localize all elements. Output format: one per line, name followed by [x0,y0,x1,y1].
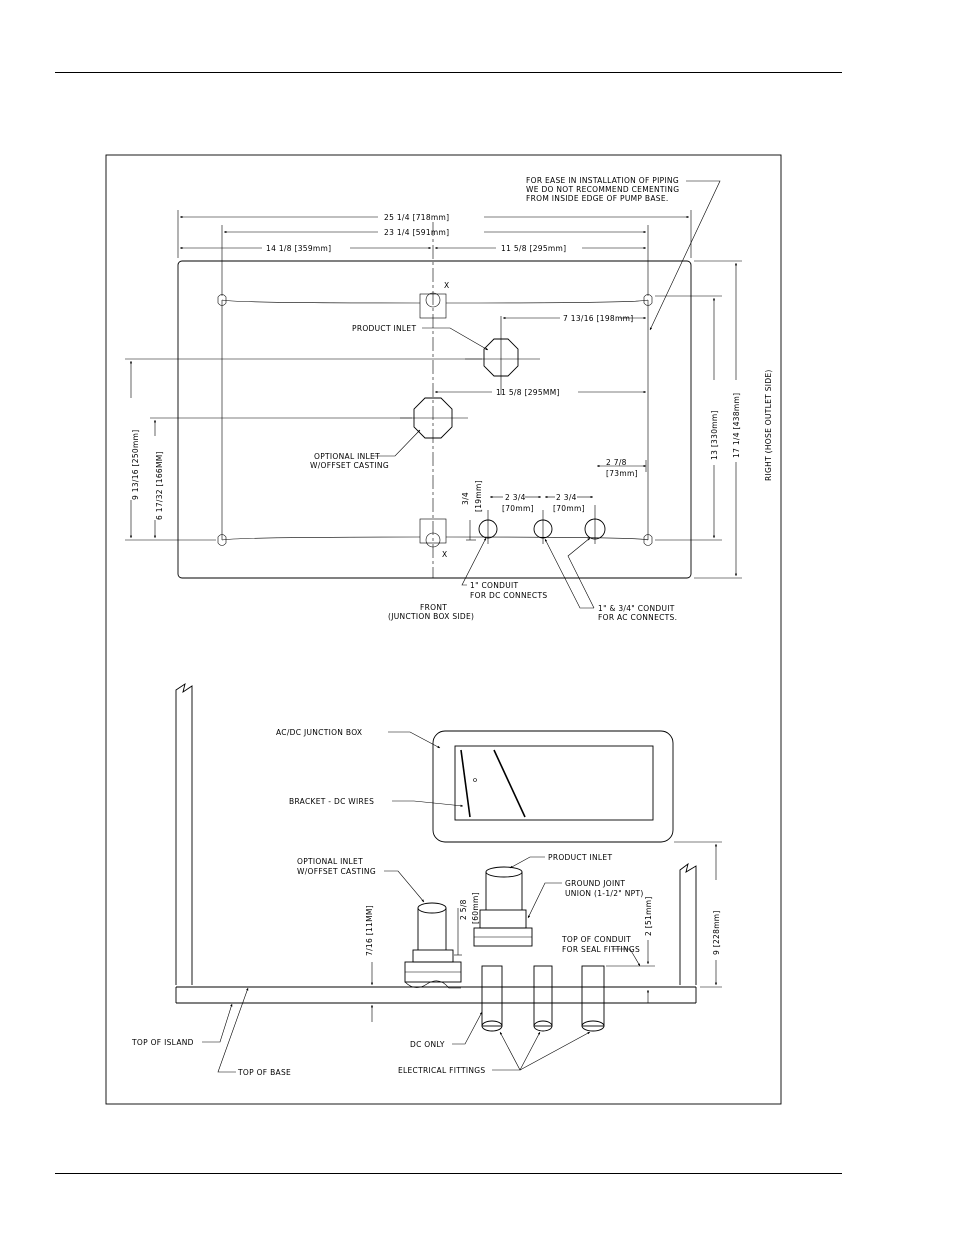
note-line-2: WE DO NOT RECOMMEND CEMENTING [526,185,679,194]
dim-left-to-center: 14 1/8 [359mm] [266,244,331,253]
label-dc-only: DC ONLY [410,1040,445,1049]
label-conduit-top-1: TOP OF CONDUIT [561,935,631,944]
label-electrical-fittings: ELECTRICAL FITTINGS [398,1066,485,1075]
dim-inlet-height: 7/16 [11MM] [365,905,374,956]
dim-conduit-height: 2 [51mm] [644,896,653,936]
pump-base-outline [177,260,692,579]
label-junction-box: AC/DC JUNCTION BOX [276,728,362,737]
dim-optional-inlet-vertical: 6 17/32 [166MM] [155,451,164,520]
dim-conduit-spacing-1: 2 3/4 [505,493,526,502]
label-dc-conduit-2: FOR DC CONNECTS [470,591,547,600]
drawing-frame [105,154,782,1105]
dim-conduit-edge-mm: [19mm] [474,480,483,512]
label-ac-conduit-1: 1" & 3/4" CONDUIT [598,604,675,613]
label-side-optional-inlet-2: W/OFFSET CASTING [297,867,376,876]
footer-rule [55,1173,842,1174]
label-optional-inlet-1: OPTIONAL INLET [314,452,380,461]
dim-inlet-offset: 7 13/16 [198mm] [563,314,633,323]
dim-overall-depth: 17 1/4 [438mm] [732,393,741,458]
note-line-1: FOR EASE IN INSTALLATION OF PIPING [526,176,679,185]
dim-conduit-spacing-2-mm: [70mm] [553,504,585,513]
dim-box-height: 9 [228mm] [712,910,721,955]
hold-down-lug-top [419,293,447,319]
label-product-inlet: PRODUCT INLET [352,324,416,333]
dim-hole-span: 23 1/4 [591mm] [384,228,449,237]
dim-conduit-right-mm: [73mm] [606,469,638,478]
hole-marker-bottom: X [442,550,447,559]
hole-marker-top: X [444,281,449,290]
dim-overall-width: 25 1/4 [718mm] [384,213,449,222]
island-wall [175,682,193,985]
side-view: AC/DC JUNCTION BOX BRACKET - DC WIRES OP… [131,682,722,1077]
dim-conduit-spacing-2: 2 3/4 [556,493,577,502]
label-side-product-inlet: PRODUCT INLET [548,853,612,862]
dim-union-height: 2 5/8 [459,899,468,920]
label-right-side: RIGHT (HOSE OUTLET SIDE) [764,369,773,481]
label-top-base: TOP OF BASE [237,1068,291,1077]
hold-down-lug-bottom [419,518,447,544]
ground-joint-union [479,909,527,929]
conduit-fittings [481,965,605,1032]
label-dc-conduit-1: 1" CONDUIT [470,581,519,590]
dim-conduit-spacing-1-mm: [70mm] [502,504,534,513]
label-union-1: GROUND JOINT [565,879,625,888]
label-side-optional-inlet-1: OPTIONAL INLET [297,857,363,866]
product-inlet-octagon [483,338,519,377]
junction-box [432,730,674,843]
label-front-2: (JUNCTION BOX SIDE) [388,612,474,621]
note-line-3: FROM INSIDE EDGE OF PUMP BASE. [526,194,669,203]
dim-product-inlet-vertical: 9 13/16 [250mm] [131,430,140,500]
label-optional-inlet-2: W/OFFSET CASTING [310,461,389,470]
label-union-2: UNION (1-1/2" NPT) [565,889,644,898]
dim-conduit-right: 2 7/8 [606,458,627,467]
label-ac-conduit-2: FOR AC CONNECTS. [598,613,677,622]
label-bracket: BRACKET - DC WIRES [289,797,374,806]
dim-center-to-right: 11 5/8 [295mm] [501,244,566,253]
dim-center-to-hole: 11 5/8 [295MM] [496,388,560,397]
header-rule [55,72,842,73]
optional-inlet-octagon [413,397,453,439]
label-conduit-top-2: FOR SEAL FITTINGS [562,945,640,954]
label-front-1: FRONT [420,603,447,612]
dim-conduit-edge: 3/4 [461,492,470,505]
top-view: X X FOR EASE IN INSTALLATION OF PIPING W… [125,176,773,622]
dim-hole-vertical: 13 [330mm] [710,410,719,460]
dim-union-height-mm: [60mm] [471,892,480,924]
label-top-island: TOP OF ISLAND [131,1038,194,1047]
